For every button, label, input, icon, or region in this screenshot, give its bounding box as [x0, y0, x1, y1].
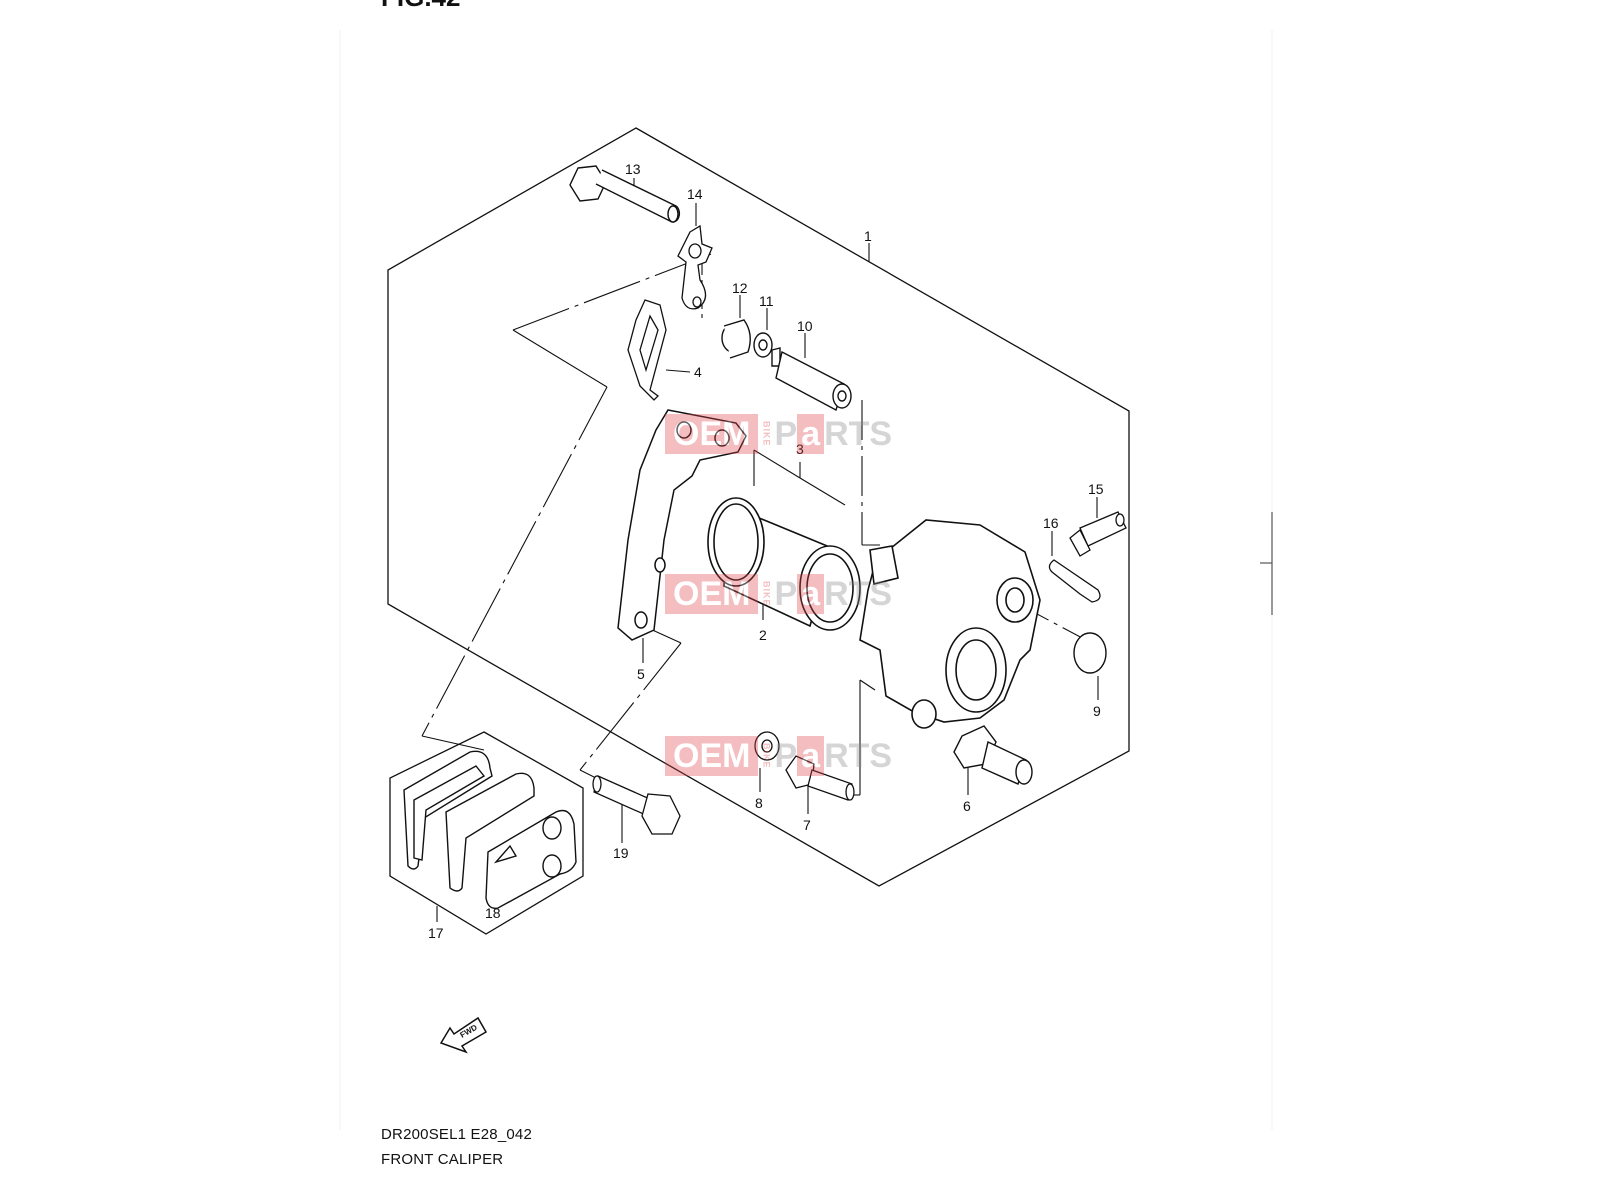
- watermark-p: P: [774, 574, 798, 613]
- watermark-oem: OEM: [665, 574, 759, 614]
- brake-pads: [403, 750, 577, 909]
- cap-plug: [1073, 632, 1107, 674]
- lock-washer: [677, 224, 713, 310]
- callout-16: 16: [1043, 515, 1059, 531]
- callout-15: 15: [1088, 481, 1104, 497]
- watermark-bike: BIKE: [761, 581, 772, 607]
- watermark-logo: OEM BIKE P a RTS: [665, 574, 892, 614]
- callout-1: 1: [864, 228, 872, 244]
- bleeder-valve: [1069, 511, 1127, 557]
- caliper-piston: [707, 497, 861, 631]
- watermark-rts: RTS: [824, 574, 893, 613]
- union-bolt: [785, 755, 855, 801]
- watermark-a: a: [797, 736, 825, 776]
- watermark-logo: OEM BIKE P a RTS: [665, 414, 892, 454]
- slide-pin-parts: [721, 319, 852, 412]
- watermark-a: a: [797, 414, 825, 454]
- caliper-pin-bolt: [569, 165, 681, 223]
- callout-10: 10: [797, 318, 813, 334]
- figure-label: FIG.42: [381, 0, 460, 12]
- callout-labels: 1 2 3 4 5 6 7 8 9 10 11 12 13 14 15 16 1…: [428, 161, 1104, 941]
- watermark-logo: OEM BIKE P a RTS: [665, 736, 892, 776]
- callout-11: 11: [759, 293, 774, 309]
- forward-arrow-icon: FWD: [439, 1016, 488, 1054]
- watermark-rts: RTS: [824, 414, 893, 453]
- callout-12: 12: [732, 280, 748, 296]
- caliper-body: [859, 519, 1041, 729]
- pad-set-boundary: [389, 731, 584, 935]
- watermark-bike: BIKE: [761, 421, 772, 447]
- washer: [754, 731, 780, 761]
- watermark-oem: OEM: [665, 736, 759, 776]
- callout-18: 18: [485, 905, 501, 921]
- callout-5: 5: [637, 666, 645, 682]
- slide-bolt: [953, 725, 1033, 785]
- callout-7: 7: [803, 817, 811, 833]
- pad-spring: [627, 299, 667, 401]
- diagram-code: DR200SEL1 E28_042: [381, 1126, 533, 1143]
- caliper-bracket: [617, 409, 747, 641]
- callout-14: 14: [687, 186, 703, 202]
- callout-8: 8: [755, 795, 763, 811]
- callout-4: 4: [694, 364, 702, 380]
- watermark-bike: BIKE: [761, 743, 772, 769]
- diagram-title: FRONT CALIPER: [381, 1151, 504, 1168]
- callout-6: 6: [963, 798, 971, 814]
- watermark-rts: RTS: [824, 736, 893, 775]
- callout-2: 2: [759, 627, 767, 643]
- watermark-p: P: [774, 736, 798, 775]
- watermark-p: P: [774, 414, 798, 453]
- callout-17: 17: [428, 925, 444, 941]
- callout-13: 13: [625, 161, 641, 177]
- watermark-oem: OEM: [665, 414, 759, 454]
- watermark-a: a: [797, 574, 825, 614]
- bleeder-cap: [1048, 559, 1101, 603]
- callout-3: 3: [796, 441, 804, 457]
- callout-19: 19: [613, 845, 629, 861]
- mounting-bolt: [592, 775, 681, 835]
- callout-9: 9: [1093, 703, 1101, 719]
- caliper-assembly-boundary: [387, 127, 1130, 887]
